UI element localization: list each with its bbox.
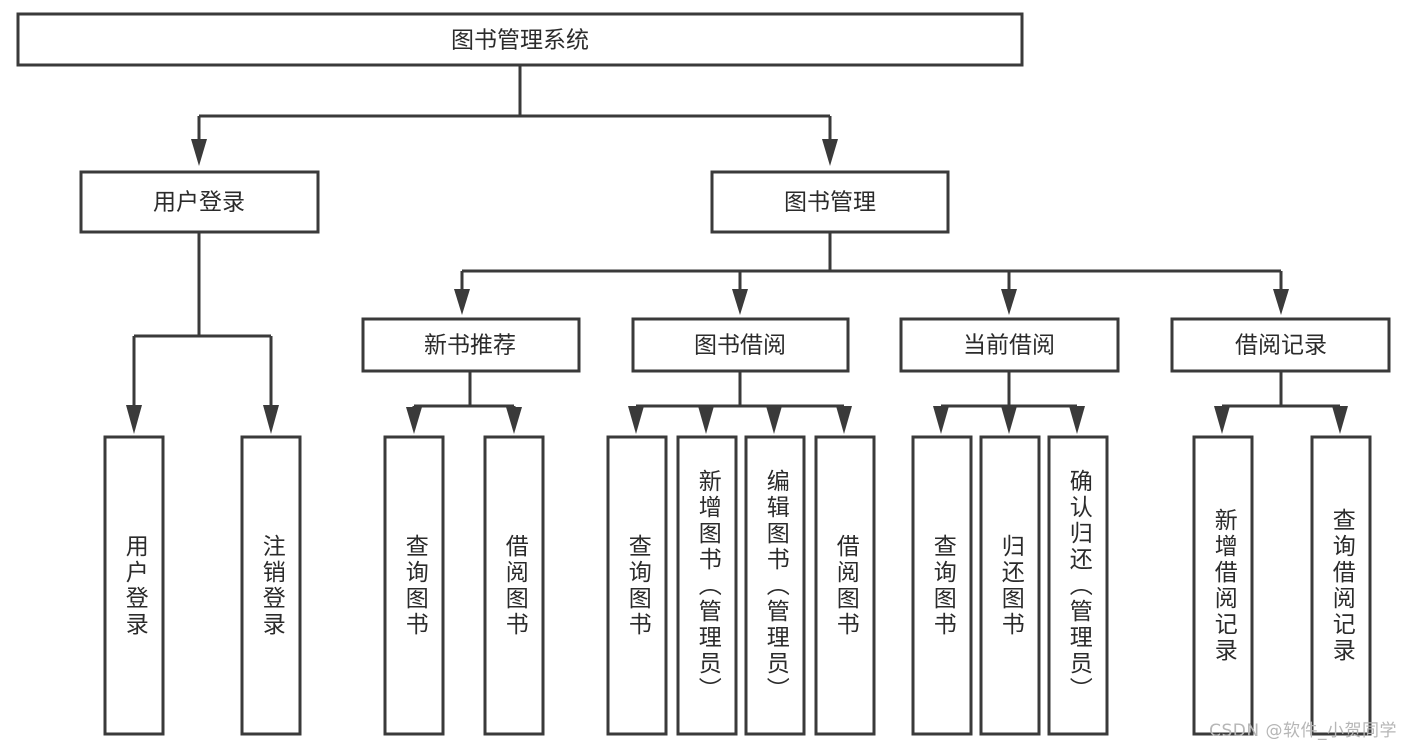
node-borrow-record-box[interactable] — [1170, 317, 1391, 373]
arrowhead-bb-leaf-3 — [766, 406, 782, 434]
node-new-book-recommend-box[interactable] — [361, 317, 581, 373]
node-book-mgmt-box[interactable] — [710, 170, 950, 234]
arrowhead-cb-leaf-1 — [933, 406, 949, 434]
node-book-mgmt-label: 图书管理 — [784, 190, 876, 216]
arrowhead-br-leaf-2 — [1332, 406, 1348, 434]
leaf-box-bb-query-book[interactable] — [606, 435, 668, 736]
node-user-login-label: 用户登录 — [153, 190, 245, 216]
arrowhead-bb-leaf-2 — [698, 406, 714, 434]
arrowhead-bb-leaf-4 — [836, 406, 852, 434]
node-book-borrow-box[interactable] — [631, 317, 850, 373]
leaf-box-nbr-query-book[interactable] — [383, 435, 445, 736]
node-current-borrow-label: 当前借阅 — [963, 333, 1055, 359]
node-new-book-recommend-label: 新书推荐 — [424, 333, 516, 359]
arrowhead-br-leaf-1 — [1214, 406, 1230, 434]
node-current-borrow-box[interactable] — [899, 317, 1120, 373]
leaf-box-bb-borrow-book[interactable] — [814, 435, 876, 736]
arrowhead-current-borrow — [1001, 289, 1017, 315]
arrowhead-book-borrow — [732, 289, 748, 315]
leaf-box-bb-edit-book[interactable] — [744, 435, 806, 736]
leaf-box-cb-confirm-return[interactable] — [1047, 435, 1109, 736]
leaf-box-br-query-record[interactable] — [1310, 435, 1372, 736]
arrowhead-leaf-logout — [263, 405, 279, 434]
arrowhead-leaf-user-login — [126, 405, 142, 434]
node-root-label: 图书管理系统 — [451, 28, 589, 54]
leaf-box-bb-add-book[interactable] — [676, 435, 738, 736]
arrowhead-bb-leaf-1 — [628, 406, 644, 434]
node-root-box[interactable] — [16, 12, 1024, 67]
arrowhead-cb-leaf-2 — [1001, 406, 1017, 434]
arrowhead-book-mgmt — [822, 139, 838, 166]
leaf-box-user-login[interactable] — [103, 435, 165, 736]
arrowhead-nbr-leaf-2 — [506, 407, 522, 434]
node-borrow-record-label: 借阅记录 — [1235, 333, 1327, 359]
arrowhead-new-book-recommend — [454, 289, 470, 315]
csdn-watermark: CSDN @软件_小贺同学 — [1209, 721, 1397, 741]
arrowhead-nbr-leaf-1 — [406, 407, 422, 434]
leaf-box-br-add-record[interactable] — [1192, 435, 1254, 736]
leaf-box-cb-query-book[interactable] — [911, 435, 973, 736]
leaf-box-logout[interactable] — [240, 435, 302, 736]
arrowhead-user-login — [191, 139, 207, 166]
arrowhead-cb-leaf-3 — [1069, 406, 1085, 434]
leaf-box-nbr-borrow-book[interactable] — [483, 435, 545, 736]
node-book-borrow-label: 图书借阅 — [694, 333, 786, 359]
leaf-box-cb-return-book[interactable] — [979, 435, 1041, 736]
arrowhead-borrow-record — [1273, 289, 1289, 315]
